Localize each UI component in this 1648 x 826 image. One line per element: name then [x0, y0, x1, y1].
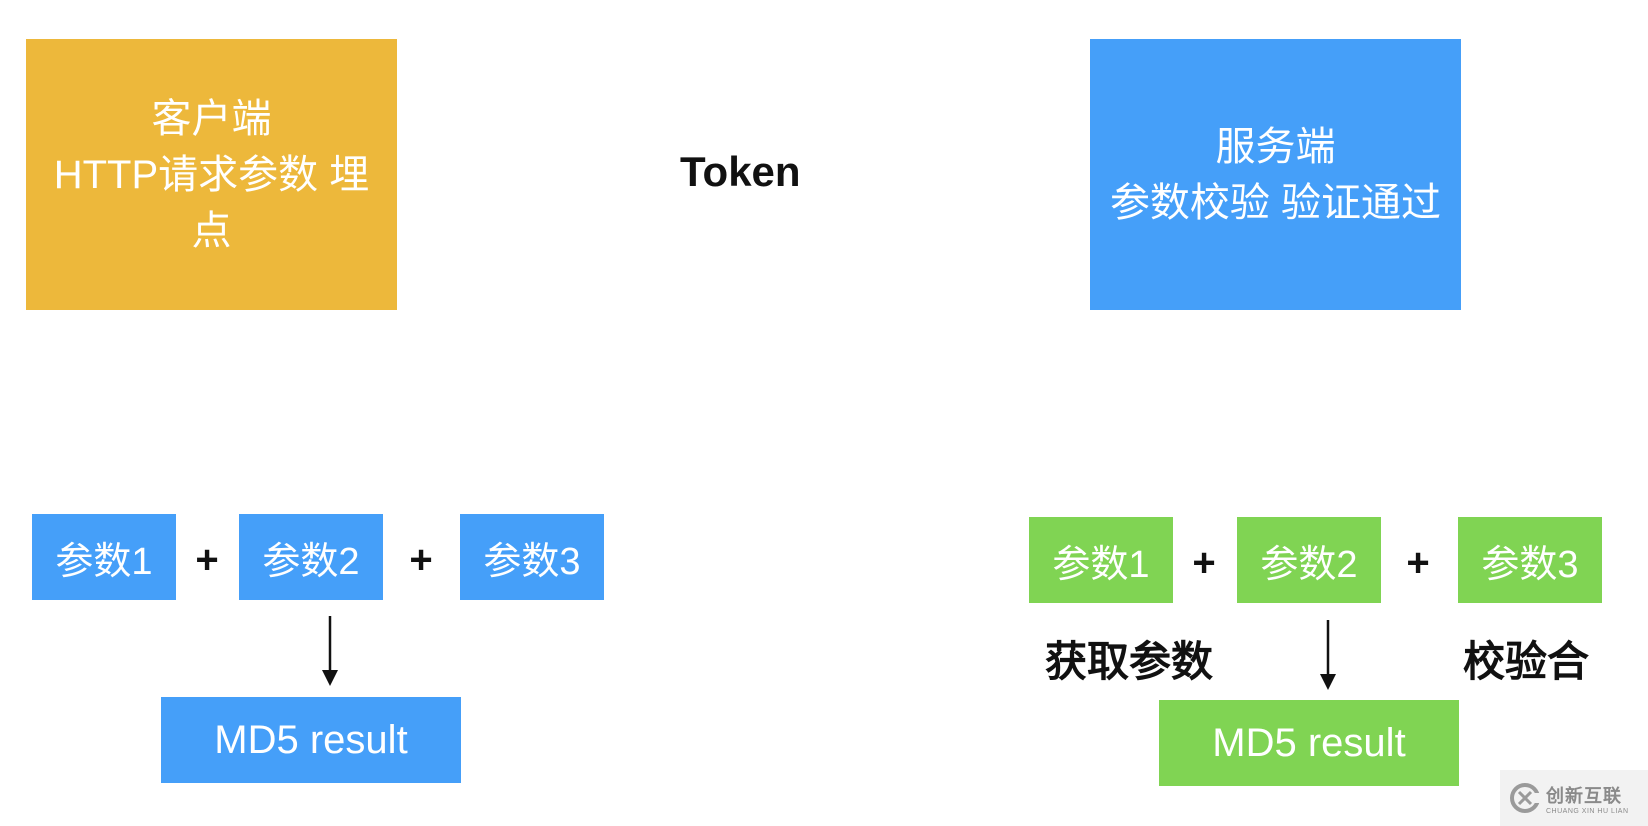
- right-plus-1: +: [1192, 541, 1216, 585]
- server-box: 服务端 参数校验 验证通过: [1090, 39, 1461, 310]
- left-md5-result: MD5 result: [161, 697, 461, 783]
- watermark: 创新互联 CHUANG XIN HU LIAN: [1500, 770, 1648, 826]
- brand-logo-icon: [1510, 783, 1542, 813]
- client-box-line-1: 客户端: [151, 96, 272, 141]
- client-box: 客户端 HTTP请求参数 埋 点: [26, 39, 397, 310]
- right-param-2: 参数2: [1237, 517, 1381, 603]
- left-down-arrow-icon: [322, 616, 338, 686]
- right-param-1: 参数1: [1029, 517, 1173, 603]
- right-md5-result: MD5 result: [1159, 700, 1459, 786]
- left-plus-2: +: [409, 538, 433, 582]
- client-box-line-2: HTTP请求参数 埋: [53, 152, 370, 197]
- right-plus-2: +: [1406, 541, 1430, 585]
- left-plus-1: +: [195, 538, 219, 582]
- right-down-arrow-icon: [1320, 620, 1336, 690]
- watermark-main: 创新互联: [1546, 785, 1622, 806]
- right-param-3: 参数3: [1458, 517, 1602, 603]
- watermark-text: 创新互联 CHUANG XIN HU LIAN: [1546, 782, 1629, 815]
- left-param-1: 参数1: [32, 514, 176, 600]
- token-label: Token: [680, 148, 801, 195]
- client-box-line-3: 点: [191, 208, 232, 253]
- left-param-3: 参数3: [460, 514, 604, 600]
- server-box-line-1: 服务端: [1215, 124, 1336, 169]
- right-label-verify: 校验合: [1463, 638, 1590, 685]
- left-param-2: 参数2: [239, 514, 383, 600]
- right-label-get-params: 获取参数: [1045, 638, 1214, 685]
- watermark-sub: CHUANG XIN HU LIAN: [1546, 807, 1629, 815]
- server-box-line-2: 参数校验 验证通过: [1109, 180, 1442, 225]
